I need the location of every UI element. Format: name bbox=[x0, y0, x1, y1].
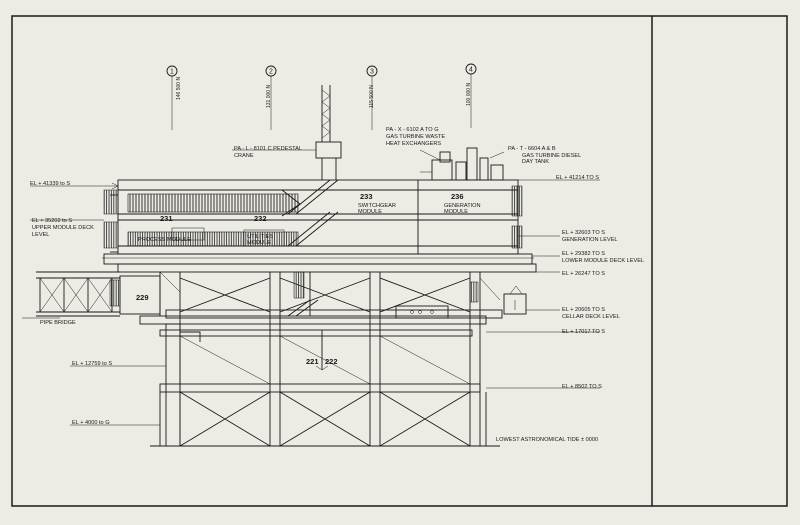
svg-text:146 500 N: 146 500 N bbox=[176, 77, 182, 100]
gt-diesel-label-3: DAY TANK bbox=[522, 159, 549, 165]
elevation-32603-1: EL + 32603 TO S bbox=[562, 230, 605, 236]
sheet-border bbox=[11, 15, 788, 507]
module-236-name-1: GENERATION bbox=[444, 203, 481, 209]
svg-text:131 000 N: 131 000 N bbox=[266, 85, 272, 108]
elevation-26247: EL + 26247 TO S bbox=[562, 271, 605, 277]
pipe-bridge-label: PIPE BRIDGE bbox=[40, 320, 76, 326]
elevation-leaders bbox=[22, 149, 600, 426]
elevation-32603-2: GENERATION LEVEL bbox=[562, 237, 618, 243]
lower-module-deck bbox=[102, 253, 537, 273]
elevation-29382-2: LOWER MODULE DECK LEVEL bbox=[562, 258, 644, 264]
gas-turbine-equipment bbox=[420, 147, 504, 181]
module-231-number: 231 bbox=[160, 214, 173, 223]
module-231-name: PROCESS MODULE bbox=[138, 237, 191, 243]
elevation-20605-1: EL + 20605 TO S bbox=[562, 307, 605, 313]
module-233-name-1: SWITCHGEAR bbox=[358, 203, 396, 209]
svg-text:1: 1 bbox=[170, 69, 174, 76]
elevation-17017: EL + 17017 TO S bbox=[562, 329, 605, 335]
module-232-number: 232 bbox=[254, 214, 267, 223]
crane-pedestal bbox=[315, 85, 342, 180]
pipe-bridge bbox=[36, 271, 161, 317]
elevation-8502: EL + 8502 TO S bbox=[562, 384, 602, 390]
cellar-deck bbox=[139, 285, 527, 325]
grid-marker-1: 1 146 500 N bbox=[166, 65, 182, 130]
gt-waste-heat-label-1: PA - X - 6102 A TO G bbox=[386, 127, 439, 133]
elevation-12759: EL + 12759 to S bbox=[72, 361, 112, 367]
svg-text:4: 4 bbox=[469, 67, 473, 74]
module-236-number: 236 bbox=[451, 192, 464, 201]
gt-diesel-label-1: PA - T - 6604 A & B bbox=[508, 146, 556, 152]
elevation-41339: EL + 41339 to S bbox=[30, 181, 70, 187]
svg-text:3: 3 bbox=[370, 69, 374, 76]
elevation-35202-3: LEVEL bbox=[32, 232, 49, 238]
lat-label: LOWEST ASTRONOMICAL TIDE ± 0000 bbox=[496, 437, 598, 443]
jacket-truss bbox=[159, 271, 501, 446]
svg-text:115 500 N: 115 500 N bbox=[369, 85, 375, 108]
gt-diesel-label-2: GAS TURBINE DIESEL bbox=[522, 153, 581, 159]
elevation-35202-2: UPPER MODULE DECK bbox=[32, 225, 94, 231]
module-229-number: 229 bbox=[136, 293, 149, 302]
module-222-number: 222 bbox=[325, 357, 338, 366]
module-232-name-2: MODULE bbox=[247, 240, 271, 246]
module-221-number: 221 bbox=[306, 357, 319, 366]
svg-text:2: 2 bbox=[269, 69, 273, 76]
lower-jacket bbox=[150, 323, 500, 447]
elevation-20605-2: CELLAR DECK LEVEL bbox=[562, 314, 620, 320]
svg-text:100 000 N: 100 000 N bbox=[466, 83, 472, 106]
module-233-name-2: MODULE bbox=[358, 209, 382, 215]
gt-waste-heat-label-3: HEAT EXCHANGERS bbox=[386, 141, 441, 147]
elevation-41214: EL + 41214 TO S bbox=[556, 175, 599, 181]
module-232-name-1: UTILITIES bbox=[247, 234, 273, 240]
grid-marker-2: 2 131 000 N bbox=[265, 65, 277, 130]
module-236-name-2: MODULE bbox=[444, 209, 468, 215]
module-233-number: 233 bbox=[360, 192, 373, 201]
crane-label-line2: CRANE bbox=[234, 153, 254, 159]
gt-waste-heat-label-2: GAS TURBINE WASTE bbox=[386, 134, 445, 140]
elevation-35202-1: EL + 35202 to S bbox=[32, 218, 72, 224]
grid-marker-3: 3 115 500 N bbox=[366, 65, 378, 130]
crane-label-line1: PA - L - 8101 C PEDESTAL bbox=[234, 146, 302, 152]
elevation-4000: EL + 4000 to G bbox=[72, 420, 110, 426]
elevation-29382-1: EL + 29382 TO S bbox=[562, 251, 605, 257]
grid-marker-4: 4 100 000 N bbox=[465, 63, 477, 128]
